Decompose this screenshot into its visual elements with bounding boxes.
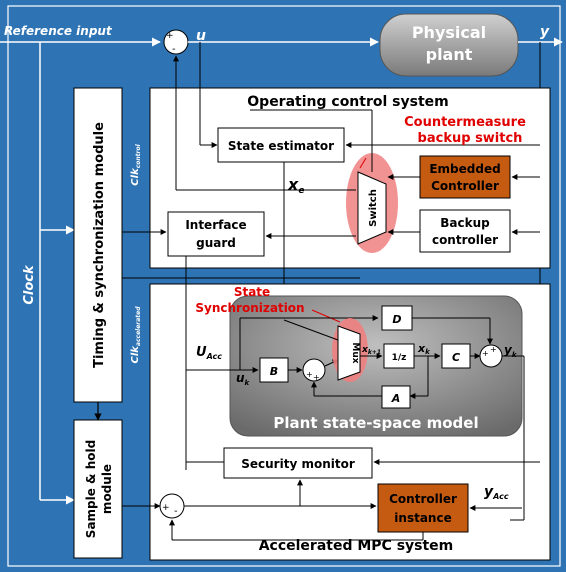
- backup-line2: controller: [432, 233, 498, 247]
- outer-frame: [7, 5, 561, 567]
- sum-inner-plus2: +: [313, 373, 320, 382]
- sample-hold-line1: Sample & hold: [84, 440, 98, 538]
- d-label: D: [392, 313, 401, 326]
- a-label: A: [391, 392, 401, 405]
- xk1-label: xk+1: [361, 345, 381, 356]
- switch-pointer: [359, 157, 367, 169]
- z-label: 1/z: [392, 353, 407, 363]
- state-sync-pointer: [311, 309, 341, 323]
- timing-sync-label: Timing & synchronization module: [92, 122, 107, 368]
- y-label: y: [540, 24, 550, 40]
- countermeasure-line2: backup switch: [418, 131, 523, 146]
- physical-plant: [379, 13, 519, 77]
- embedded-controller: [419, 155, 511, 199]
- a-block: [381, 385, 411, 409]
- sample-hold-module: [73, 419, 123, 559]
- mux-block: [337, 325, 361, 381]
- sum-out-plus2: +: [490, 345, 497, 354]
- pssm-panel: [229, 295, 523, 437]
- c-label: C: [452, 351, 460, 364]
- backup-controller: [419, 209, 511, 253]
- yk-label: yk: [504, 343, 518, 359]
- mux-label: Mux: [350, 342, 360, 363]
- clock-label: Clock: [22, 264, 37, 305]
- controller-instance-line2: instance: [394, 511, 451, 525]
- timing-sync-module: [73, 87, 123, 403]
- sum-out-plus1: +: [482, 349, 489, 358]
- sum-inner-plus1: +: [306, 370, 313, 379]
- d-block: [381, 305, 413, 331]
- uk-label: uk: [236, 371, 251, 387]
- xe-label: xe: [287, 175, 304, 196]
- u-label: u: [196, 28, 206, 44]
- pssm-title: Plant state-space model: [273, 414, 478, 432]
- uacc-label: UAcc: [196, 345, 222, 361]
- sum-top-minus: -: [172, 44, 176, 55]
- controller-instance: [377, 483, 469, 533]
- sum-top-plus: +: [166, 31, 174, 41]
- sum-junction-inner: [302, 358, 326, 382]
- yacc-label: yAcc: [484, 484, 509, 501]
- state-estimator: [217, 127, 345, 163]
- controller-instance-line1: Controller: [389, 492, 457, 506]
- sample-hold-line2: module: [100, 464, 114, 514]
- sum-bottom-plus: +: [162, 503, 170, 513]
- mpc-title: Accelerated MPC system: [259, 538, 454, 554]
- physical-plant-line1: Physical: [412, 23, 486, 42]
- interface-line2: guard: [196, 236, 236, 250]
- reference-input-label: Reference input: [4, 24, 113, 38]
- b-block: [259, 357, 289, 383]
- state-estimator-label: State estimator: [228, 139, 334, 153]
- security-monitor-label: Security monitor: [241, 457, 355, 471]
- interface-line1: Interface: [185, 218, 246, 232]
- backup-line1: Backup: [440, 216, 490, 230]
- clk-accel-label: Clkaccelerated: [130, 306, 142, 364]
- switch-block: [357, 171, 387, 245]
- xe-to-mux: [283, 319, 339, 341]
- security-monitor: [223, 447, 373, 479]
- state-sync-line1: State: [234, 285, 270, 299]
- switch-label: Switch: [368, 189, 379, 227]
- embedded-line2: Controller: [431, 179, 499, 193]
- c-block: [441, 343, 471, 369]
- state-sync-line2: Synchronization: [195, 301, 304, 315]
- b-label: B: [270, 365, 278, 378]
- countermeasure-line1: Countermeasure: [404, 115, 526, 130]
- clk-control-label: Clkcontrol: [130, 143, 142, 185]
- z-block: [383, 343, 415, 369]
- physical-plant-line2: plant: [426, 45, 473, 64]
- sum-bottom-minus: -: [174, 506, 178, 517]
- interface-guard: [167, 211, 265, 257]
- ocs-title: Operating control system: [247, 94, 448, 110]
- embedded-line1: Embedded: [429, 162, 500, 176]
- xk-label: xk: [417, 342, 431, 356]
